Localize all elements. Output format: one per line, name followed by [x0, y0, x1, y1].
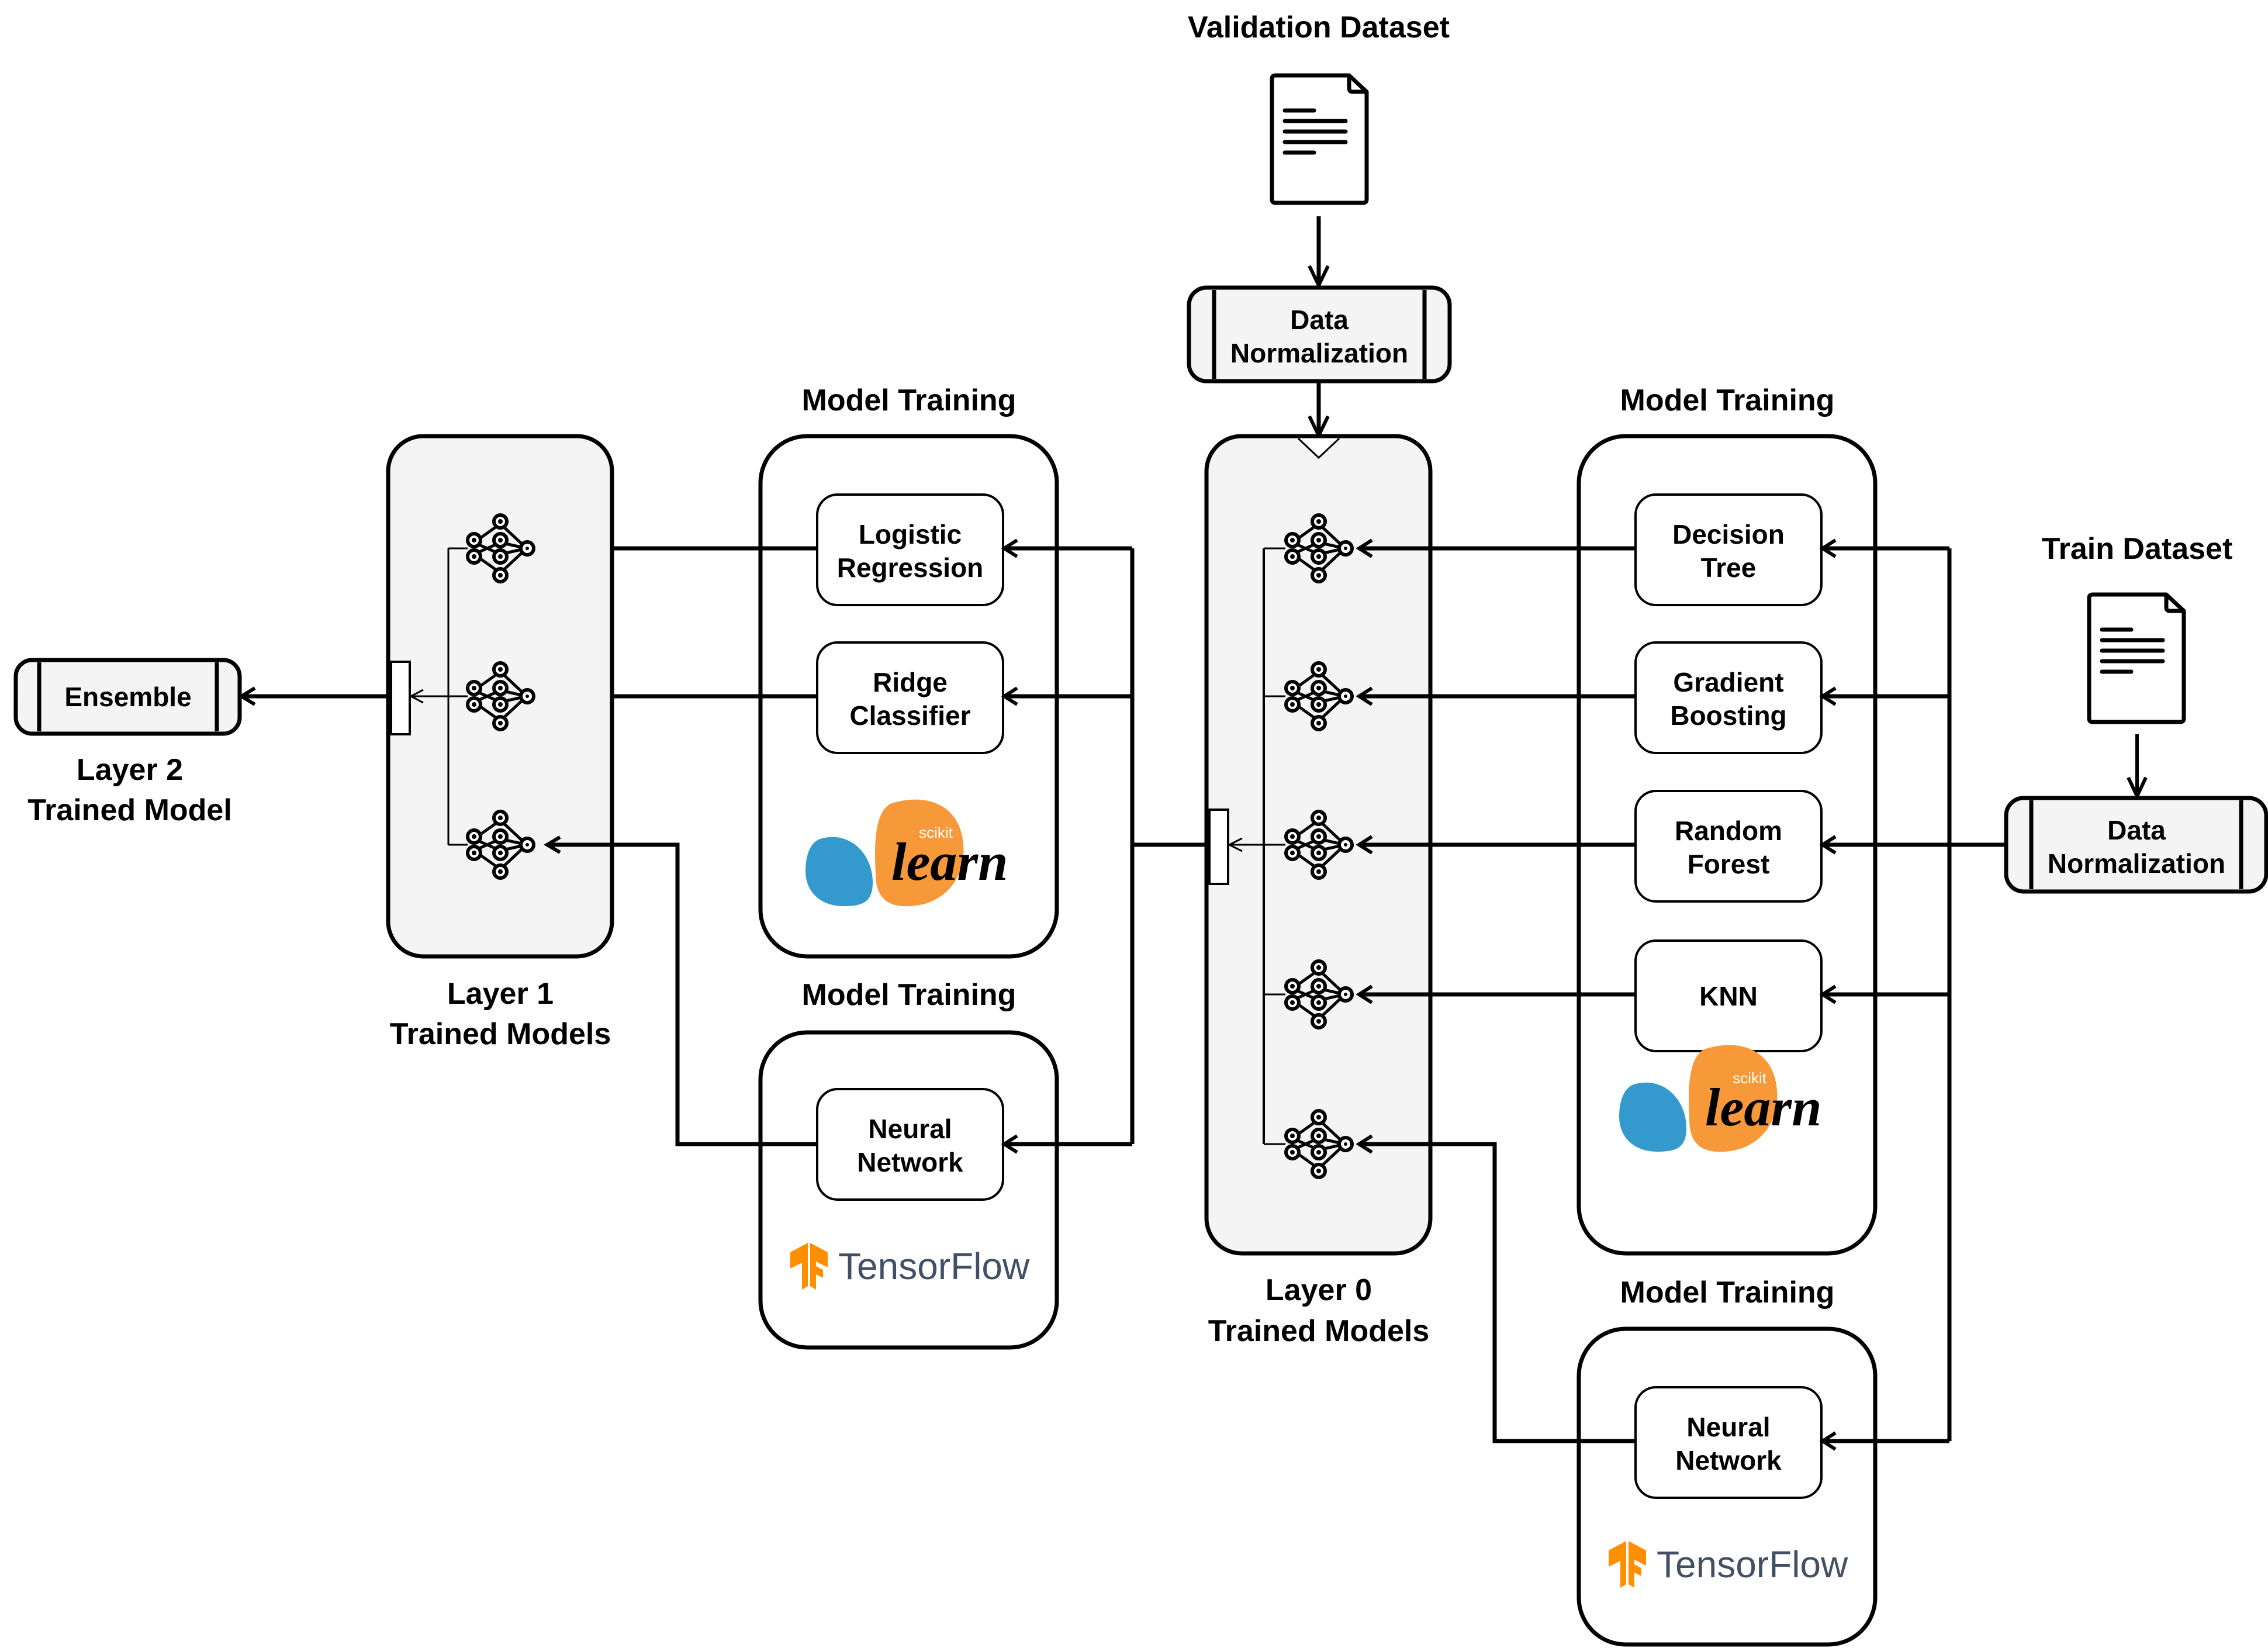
model-label-line2: Boosting	[1670, 700, 1786, 731]
sklearn-blue-blob	[805, 837, 873, 906]
right-tf-model-neural-network[interactable]: Neural Network	[1634, 1386, 1823, 1499]
tensorflow-logo-left: TensorFlow	[790, 1243, 1030, 1290]
model-label-line2: Forest	[1688, 849, 1770, 879]
arrowhead-left	[1356, 686, 1373, 706]
arrowhead-left-small	[1227, 837, 1243, 852]
model-label-line1: Logistic	[859, 519, 962, 550]
model-label-line2: Network	[857, 1147, 963, 1177]
sklearn-logo-left: scikit learn	[805, 799, 1008, 907]
arrowhead-left	[1819, 984, 1837, 1004]
sklearn-scikit-text: scikit	[919, 824, 953, 841]
tensorflow-icon	[790, 1243, 828, 1290]
ensemble-label: Ensemble	[64, 682, 191, 712]
arrowhead-left	[1356, 835, 1373, 855]
left-tf-model-neural-network[interactable]: Neural Network	[816, 1088, 1004, 1201]
layer0-output-bus	[1130, 548, 1208, 1144]
ensemble-box[interactable]: Ensemble	[13, 658, 242, 736]
arrowhead-left-small	[409, 689, 424, 704]
validation-dataset-title: Validation Dataset	[1188, 11, 1450, 44]
tensorflow-text: TensorFlow	[1657, 1543, 1848, 1585]
arrowhead-left	[1819, 686, 1837, 706]
validation-normalization-box[interactable]: Data Normalization	[1187, 285, 1452, 384]
validation-document-icon	[1272, 75, 1367, 203]
layer1-label-line2: Trained Models	[390, 1017, 611, 1051]
sklearn-logo-right: scikit learn	[1619, 1045, 1821, 1152]
layer2-label-line1: Layer 2	[77, 753, 183, 787]
layer1-label-line1: Layer 1	[447, 977, 554, 1011]
train-dataset-title: Train Dataset	[2042, 532, 2233, 566]
arrowhead-left	[1356, 984, 1373, 1004]
left-tf-output-line	[548, 842, 817, 1146]
tensorflow-icon	[1609, 1541, 1646, 1588]
tensorflow-logo-right: TensorFlow	[1609, 1541, 1848, 1588]
arrowhead-left	[1001, 538, 1018, 558]
right-tf-output-line	[1361, 1142, 1636, 1443]
arrowhead-left	[544, 835, 561, 854]
train-normalization-line1: Data	[2107, 815, 2166, 845]
arrowhead-left	[1819, 538, 1837, 558]
layer1-merge-bar	[390, 661, 411, 735]
model-label-line1: Ridge	[873, 667, 948, 697]
train-normalization-line2: Normalization	[2048, 848, 2225, 879]
sklearn-blue-blob	[1619, 1082, 1686, 1152]
tensorflow-text: TensorFlow	[838, 1245, 1030, 1287]
sklearn-scikit-text: scikit	[1733, 1069, 1767, 1087]
arrowhead-left	[1001, 1134, 1018, 1154]
sklearn-learn-text: learn	[891, 832, 1008, 892]
model-label-line2: Tree	[1701, 552, 1757, 583]
left-tf-training-title: Model Training	[802, 978, 1017, 1012]
layer0-merge-bar	[1208, 809, 1229, 885]
train-normalization-box[interactable]: Data Normalization	[2004, 796, 2268, 894]
right-model-knn[interactable]: KNN	[1634, 939, 1823, 1052]
train-distribution-bus	[1947, 548, 2006, 1441]
right-sklearn-training-title: Model Training	[1620, 384, 1835, 417]
model-label-line2: Network	[1675, 1445, 1782, 1476]
right-tf-training-title: Model Training	[1620, 1276, 1835, 1310]
arrowhead-left	[1819, 1431, 1837, 1451]
model-label-line1: Neural	[868, 1114, 952, 1144]
arrowhead-down	[1308, 265, 1330, 289]
layer2-label-line2: Trained Model	[27, 793, 232, 827]
arrowhead-left	[1001, 686, 1018, 706]
validation-normalization-line1: Data	[1290, 305, 1349, 335]
arrowhead-left	[1356, 1134, 1373, 1154]
model-label-line1: Gradient	[1673, 667, 1783, 697]
arrowhead-left	[1819, 835, 1837, 855]
model-label: KNN	[1699, 981, 1758, 1011]
model-label-line2: Classifier	[849, 700, 970, 731]
sklearn-learn-text: learn	[1705, 1077, 1821, 1137]
model-label-line1: Decision	[1672, 519, 1785, 550]
left-sklearn-training-title: Model Training	[802, 384, 1017, 417]
sklearn-orange-blob	[1689, 1045, 1778, 1152]
model-label-line1: Neural	[1686, 1412, 1770, 1442]
layer0-label-line2: Trained Models	[1208, 1314, 1430, 1348]
model-label-line2: Regression	[837, 552, 984, 583]
model-label-line1: Random	[1675, 816, 1782, 846]
sklearn-orange-blob	[875, 799, 964, 907]
layer0-label-line1: Layer 0	[1266, 1273, 1372, 1307]
train-document-icon	[2089, 595, 2184, 722]
arrowhead-left	[1356, 538, 1373, 558]
validation-normalization-line2: Normalization	[1230, 338, 1408, 368]
